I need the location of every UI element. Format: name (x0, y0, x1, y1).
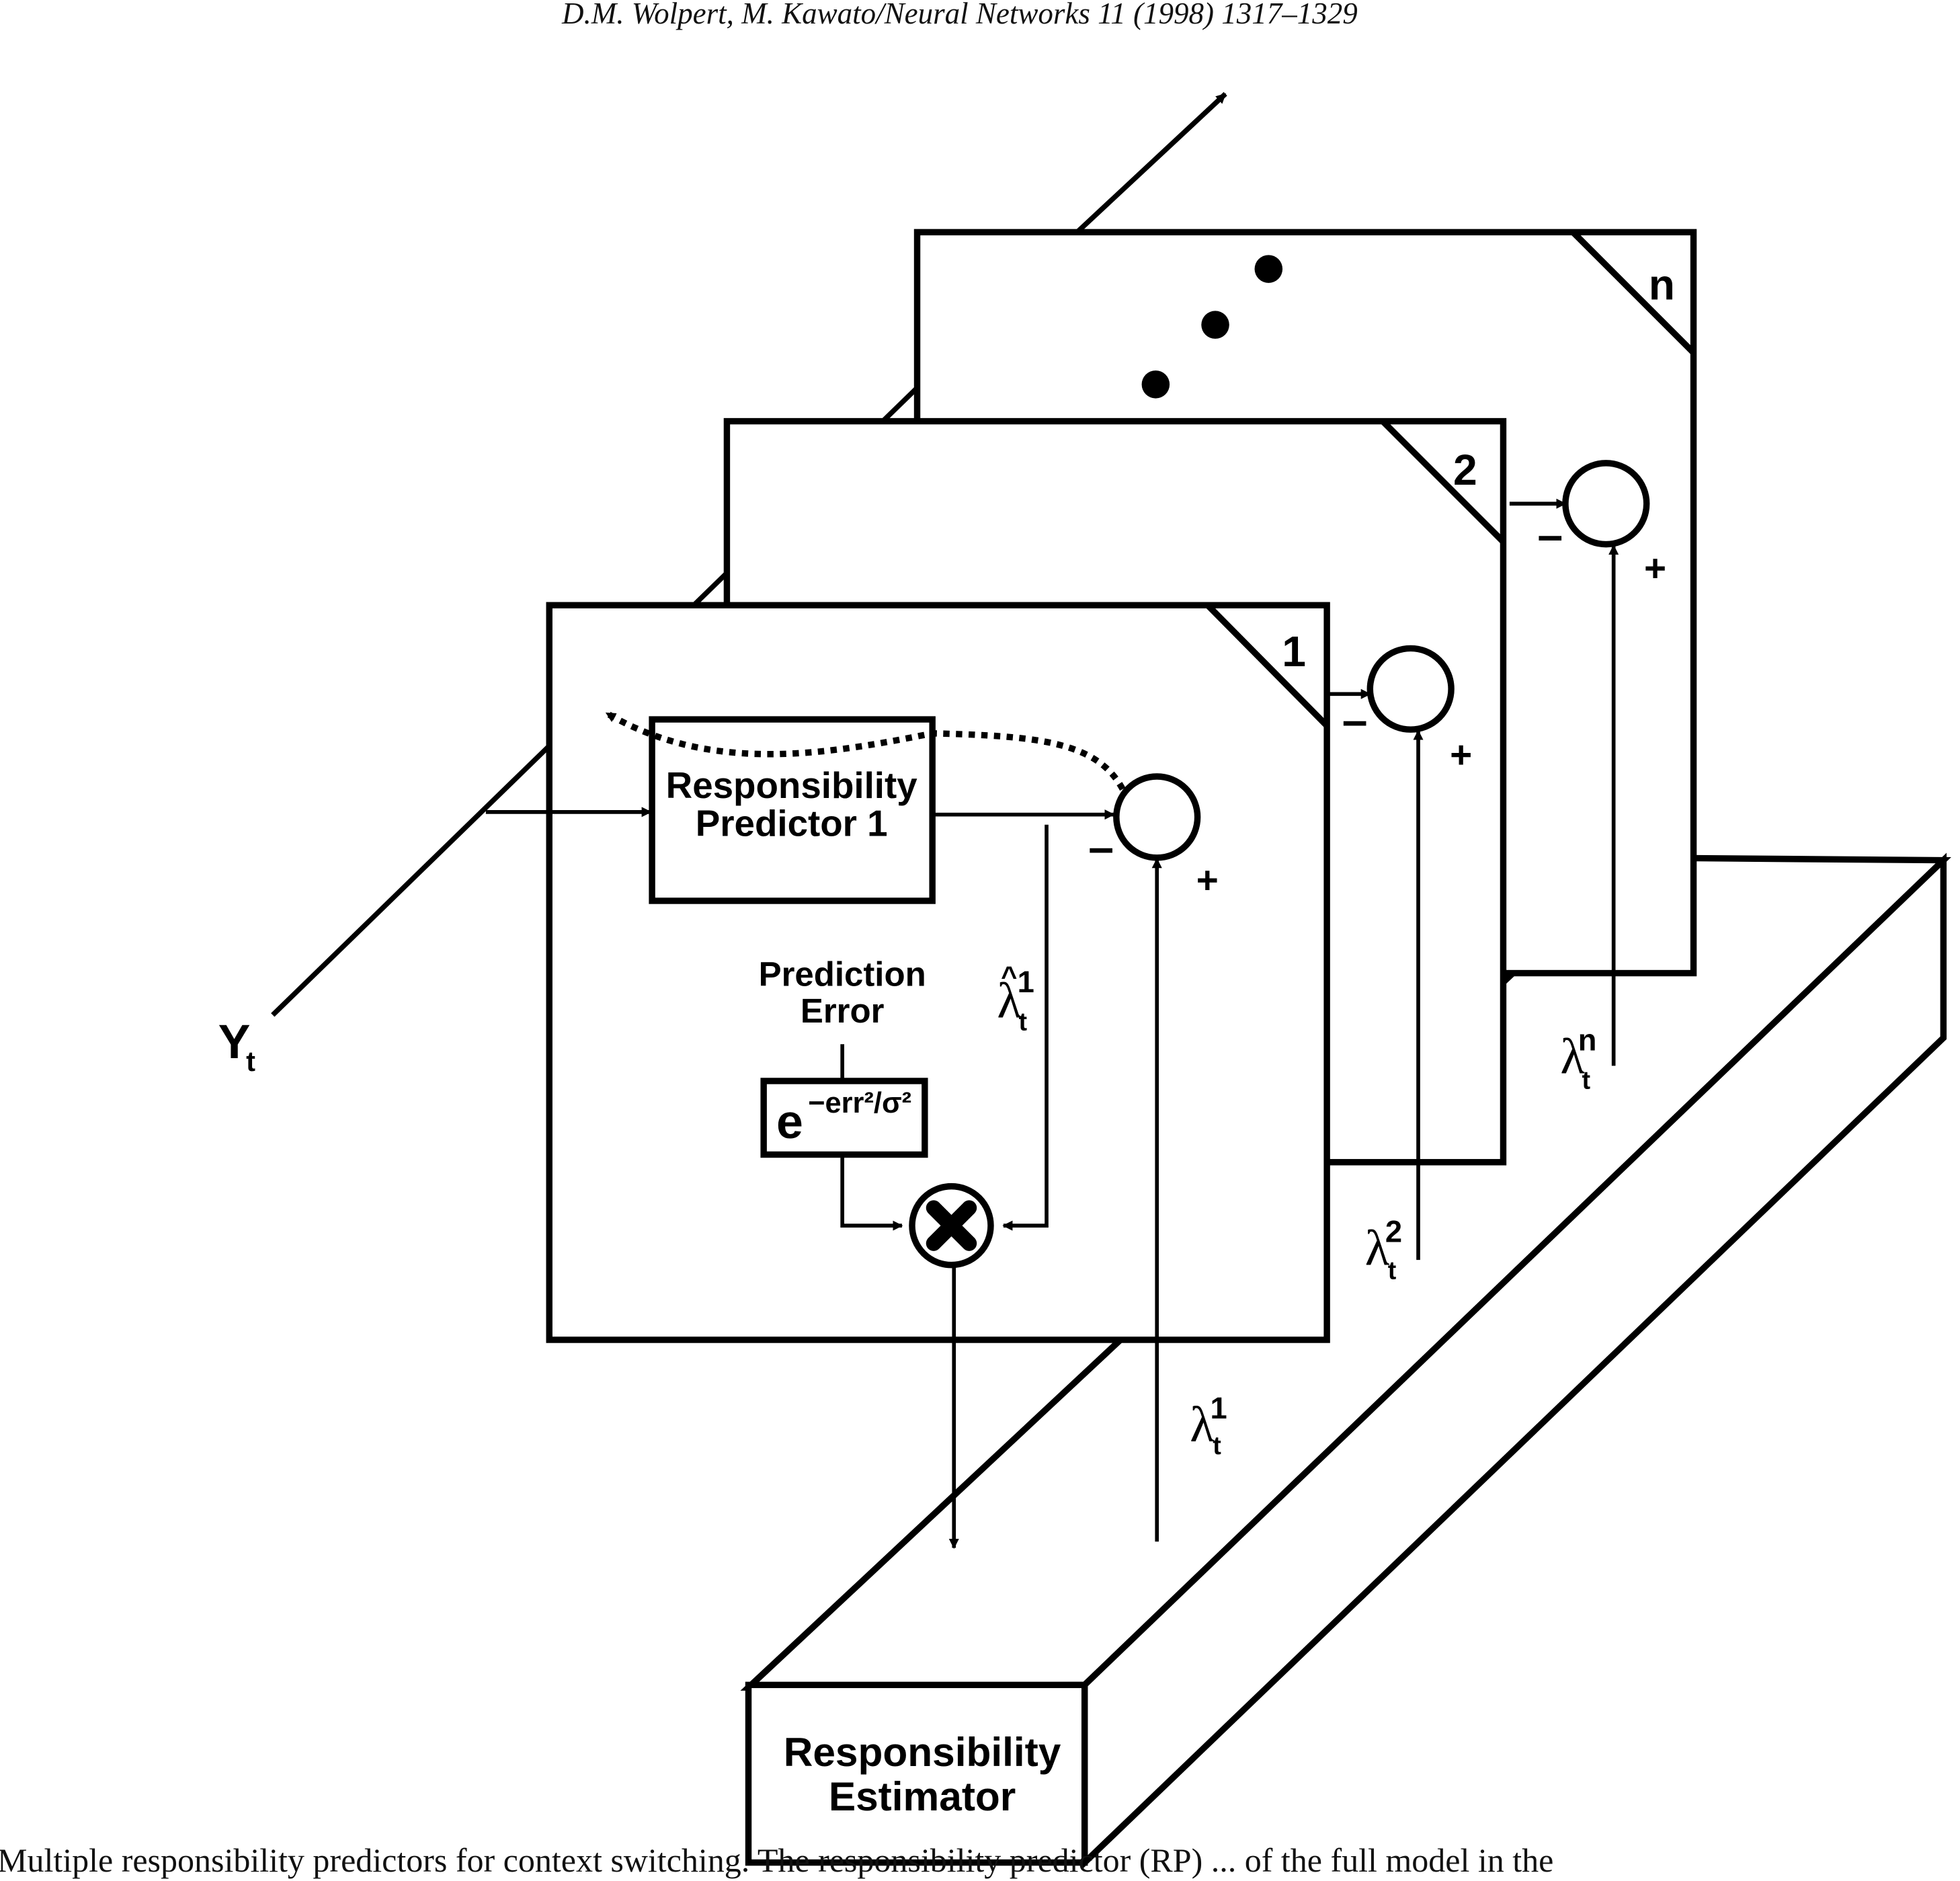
input-label-y-subscript: t (246, 1045, 255, 1077)
lambda-1-subscript: t (1213, 1431, 1221, 1459)
prediction-error-line1: Prediction (759, 955, 926, 993)
exp-base: e (776, 1095, 803, 1149)
module-n-comparator: – + λ n t (1509, 460, 1666, 1094)
lambda-n-symbol: λ (1560, 1029, 1585, 1085)
plus-sign: + (1450, 733, 1472, 776)
prediction-error-line2: Error (801, 992, 885, 1030)
lambda-hat-index: 1 (1018, 965, 1034, 999)
output-arrow-line (1073, 91, 1227, 236)
exp-to-multiplier-line (840, 1154, 903, 1231)
figure-caption: Multiple responsibility predictors for c… (0, 1841, 1554, 1879)
ellipsis-dot (1201, 311, 1229, 339)
ellipsis-dot (1254, 255, 1283, 283)
lambda-hat-branch-line (1002, 824, 1049, 1231)
lambda-1-symbol: λ (1190, 1397, 1215, 1453)
plus-sign: + (1644, 547, 1666, 589)
module-1-comparator: – + (1088, 773, 1219, 1542)
lambda-2-symbol: λ (1365, 1221, 1390, 1277)
lambda-n-index: n (1578, 1023, 1597, 1057)
minus-sign: – (1088, 822, 1114, 873)
lambda-1-index: 1 (1210, 1391, 1227, 1425)
estimator-label-line1: Responsibility (784, 1729, 1061, 1775)
module-2-label: 2 (1453, 446, 1477, 494)
estimator-front-face (745, 1681, 1088, 1866)
running-header: D.M. Wolpert, M. Kawato/Neural Networks … (562, 0, 1358, 30)
input-label-y: Y (218, 1015, 251, 1069)
plus-sign: + (1196, 859, 1219, 902)
lambda-n-subscript: t (1582, 1066, 1590, 1094)
multiplier-node (909, 1183, 994, 1269)
lambda-hat-subscript: t (1019, 1007, 1028, 1035)
minus-sign: – (1537, 510, 1563, 561)
module-2-comparator: – + λ 2 t (1325, 645, 1472, 1284)
module-1-label: 1 (1282, 627, 1306, 676)
minus-sign: – (1342, 695, 1368, 746)
exp-exponent: −err²/σ² (808, 1087, 911, 1119)
lambda-hat-caret: ^ (1001, 960, 1017, 992)
responsibility-estimator-block: Responsibility Estimator (740, 852, 1951, 1870)
ellipsis-dot (1141, 370, 1170, 399)
module-n-label: n (1649, 260, 1675, 309)
dotted-feedback-arrow (604, 710, 1126, 791)
exponential-gain-box: e −err²/σ² (760, 1078, 928, 1158)
lambda-2-index: 2 (1385, 1215, 1402, 1249)
lambda-2-subscript: t (1388, 1256, 1397, 1284)
estimator-label-line2: Estimator (829, 1773, 1016, 1819)
responsibility-predictor-box: Responsibility Predictor 1 (649, 716, 936, 904)
lambda-hat-symbol: λ (997, 973, 1022, 1029)
predictor-label-line2: Predictor 1 (696, 803, 888, 844)
predictor-label-line1: Responsibility (666, 764, 918, 806)
